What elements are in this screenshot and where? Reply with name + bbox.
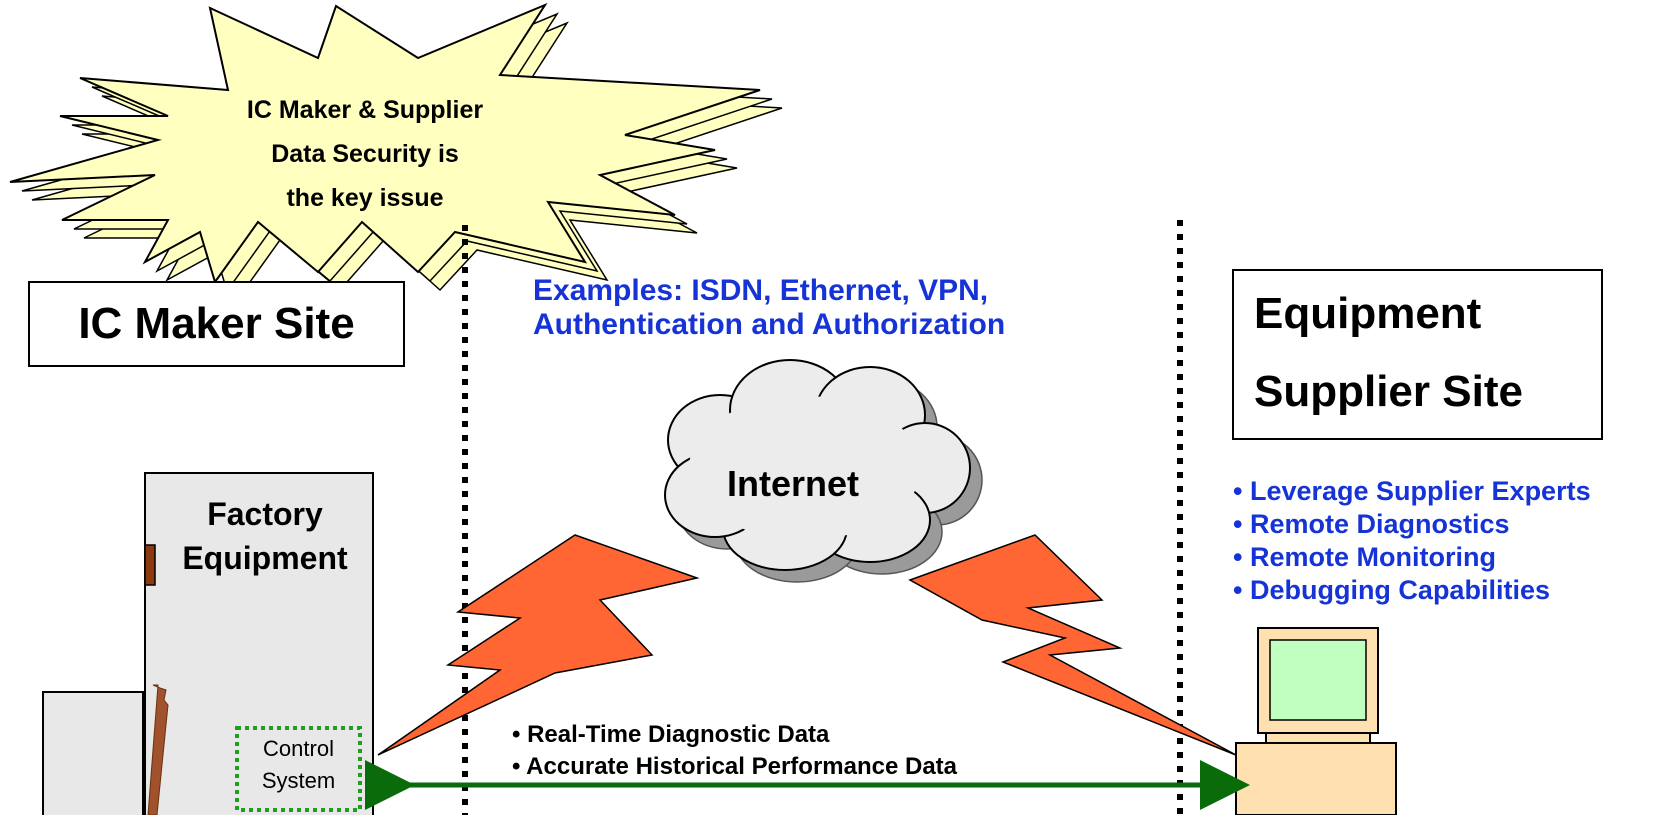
control-system-box	[235, 726, 362, 812]
data-flow-item: • Accurate Historical Performance Data	[512, 753, 958, 780]
connection-examples: Examples: ISDN, Ethernet, VPN, Authentic…	[533, 274, 1005, 342]
internet-cloud	[664, 359, 983, 583]
equipment-handle	[144, 544, 156, 586]
examples-line-1: Examples: ISDN, Ethernet, VPN,	[533, 274, 989, 307]
examples-line-2: Authentication and Authorization	[533, 308, 1006, 341]
control-system-line-1: Control	[263, 736, 334, 761]
supplier-site-label-line1: Equipment	[1254, 289, 1482, 338]
benefit-item: • Remote Diagnostics	[1233, 509, 1510, 539]
benefit-item: • Debugging Capabilities	[1233, 575, 1550, 605]
factory-equipment-label: Factory Equipment	[160, 492, 370, 580]
supplier-computer-illustration	[1235, 627, 1397, 815]
callout-line-2: Data Security is	[271, 140, 459, 168]
ic-maker-site-box: IC Maker Site	[28, 281, 405, 367]
control-system-label: Control System	[239, 733, 358, 797]
supplier-site-box: Equipment Supplier Site	[1232, 269, 1603, 440]
right-lightning-bolt	[908, 534, 1237, 756]
left-lightning-bolt	[377, 534, 700, 756]
factory-equipment-line-1: Factory	[207, 496, 323, 532]
equipment-lever	[147, 684, 169, 815]
benefit-item: • Leverage Supplier Experts	[1233, 476, 1591, 506]
callout-line-1: IC Maker & Supplier	[246, 96, 484, 124]
data-flow-list: • Real-Time Diagnostic Data • Accurate H…	[512, 719, 957, 783]
security-callout-burst	[9, 2, 783, 302]
control-system-line-2: System	[261, 768, 336, 793]
factory-equipment-line-2: Equipment	[182, 540, 348, 576]
data-flow-item: • Real-Time Diagnostic Data	[512, 721, 830, 748]
internet-label: Internet	[727, 463, 860, 504]
supplier-site-label-line2: Supplier Site	[1254, 367, 1523, 416]
ic-maker-site-label: IC Maker Site	[78, 299, 355, 348]
benefit-item: • Remote Monitoring	[1233, 542, 1496, 572]
supplier-benefits-list: • Leverage Supplier Experts • Remote Dia…	[1233, 475, 1591, 607]
callout-line-3: the key issue	[286, 184, 444, 212]
factory-equipment-illustration	[42, 472, 374, 815]
